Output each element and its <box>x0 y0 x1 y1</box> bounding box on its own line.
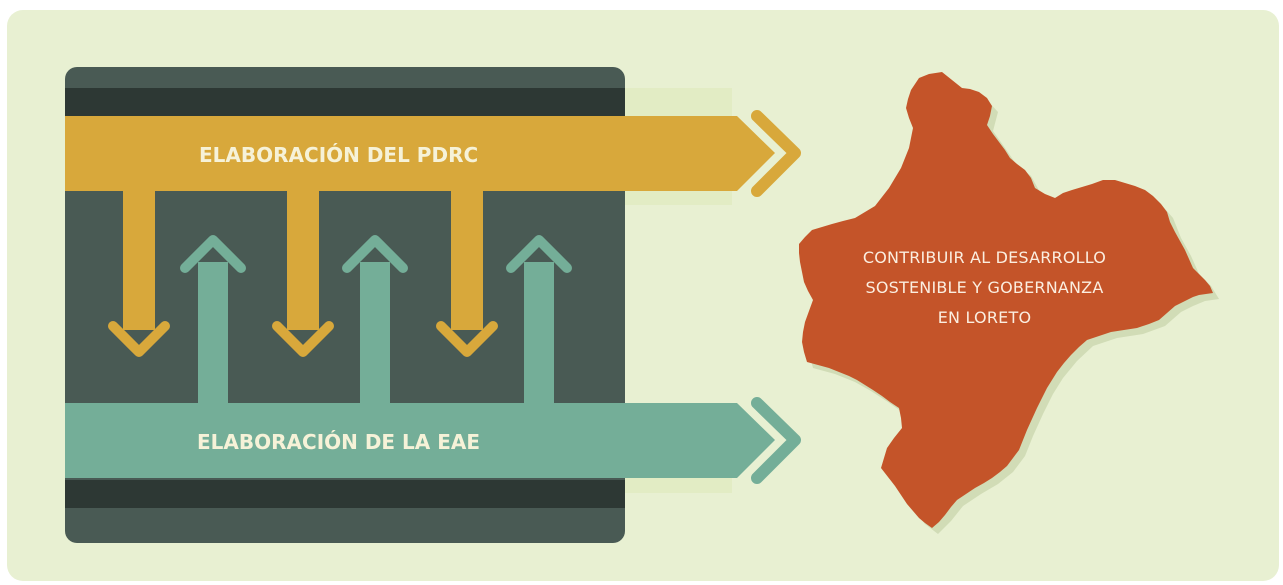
eae-band: ELABORACIÓN DE LA EAE <box>65 397 801 484</box>
eae-label: ELABORACIÓN DE LA EAE <box>197 430 480 454</box>
goal-line-3: EN LORETO <box>937 308 1032 327</box>
diagram-canvas: ELABORACIÓN DEL PDRC <box>7 10 1279 581</box>
up-arrows <box>180 235 572 403</box>
pdrc-label: ELABORACIÓN DEL PDRC <box>199 143 478 167</box>
down-arrow-icon <box>436 191 498 357</box>
goal-line-1: CONTRIBUIR AL DESARROLLO <box>862 248 1107 267</box>
up-arrow-icon <box>506 235 572 403</box>
pdrc-chevron-icon <box>751 110 801 197</box>
down-arrow-icon <box>272 191 334 357</box>
up-arrow-icon <box>342 235 408 403</box>
goal-line-2: SOSTENIBLE Y GOBERNANZA <box>865 278 1104 297</box>
up-arrow-icon <box>180 235 246 403</box>
loreto-map-icon <box>799 72 1219 534</box>
down-arrow-icon <box>108 191 170 357</box>
pdrc-band: ELABORACIÓN DEL PDRC <box>65 110 801 197</box>
down-arrows <box>108 191 498 357</box>
eae-chevron-icon <box>751 397 801 484</box>
goal-text: CONTRIBUIR AL DESARROLLO SOSTENIBLE Y GO… <box>812 243 1157 333</box>
